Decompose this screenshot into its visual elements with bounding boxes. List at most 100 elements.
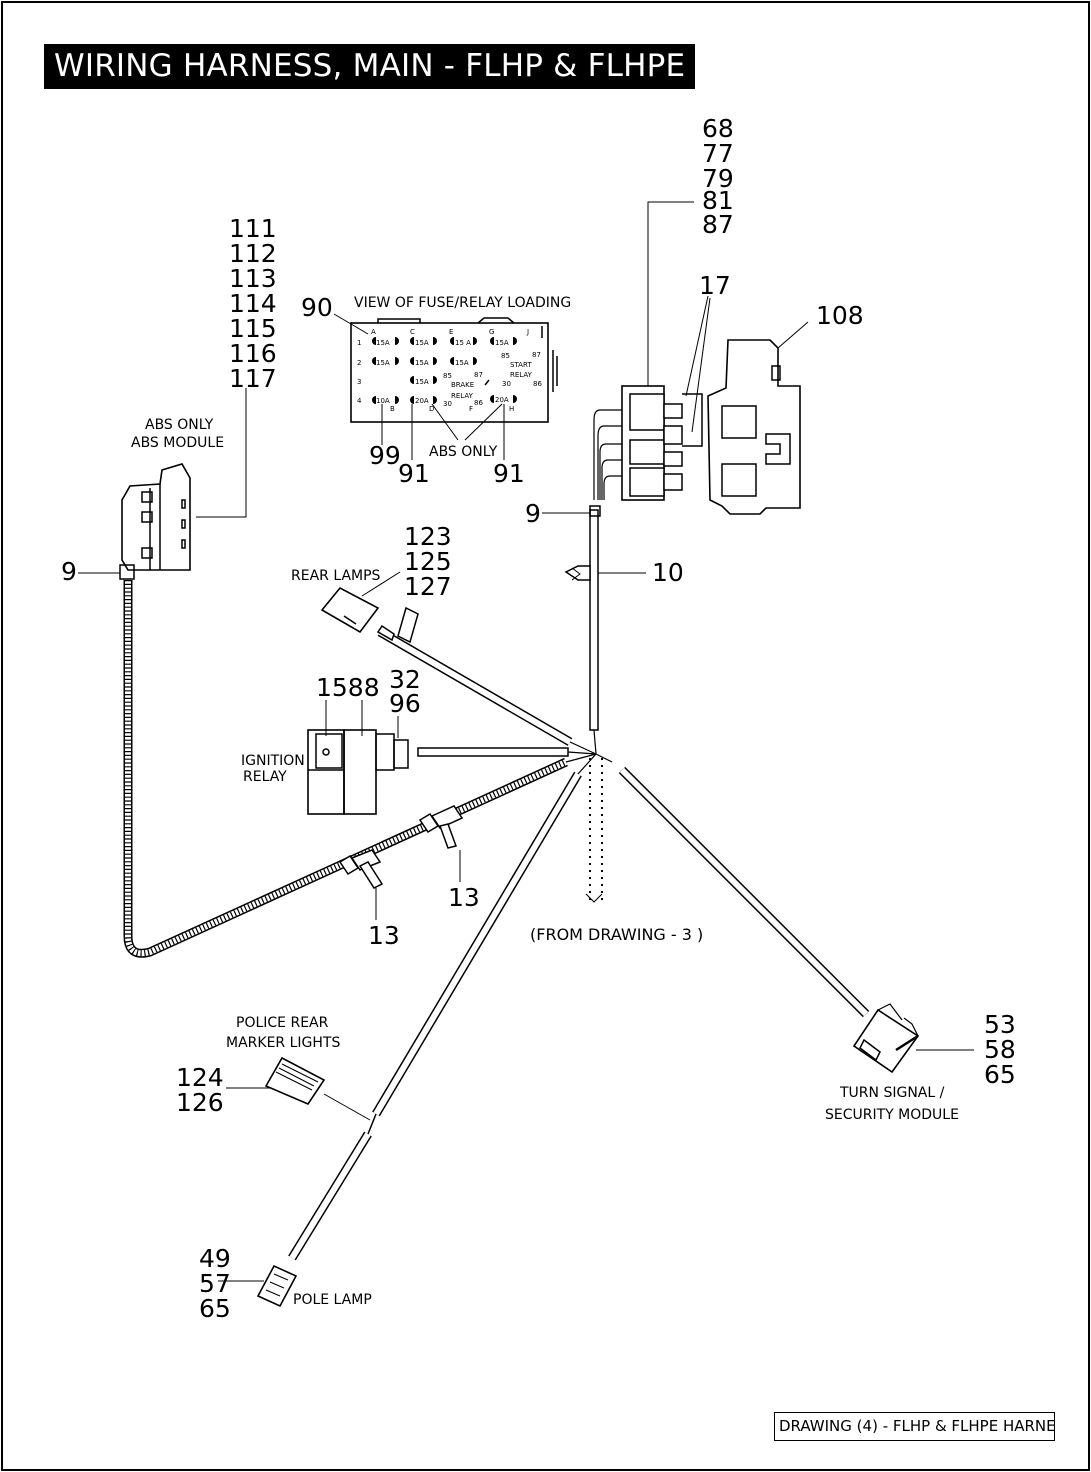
callout-49: 49 [199,1244,231,1273]
callout-58: 58 [984,1035,1016,1064]
rear-lamps-connector [320,571,419,644]
row-3-label: 3 [357,378,361,386]
col-e-label: E [449,328,453,336]
pin-86-bottom: 86 [474,399,483,407]
t-connector-a [338,849,384,920]
callout-13-right: 13 [448,883,480,912]
callout-13-left: 13 [368,921,400,950]
fuse-a2: 15A [376,359,390,367]
police-marker-connector [226,1056,371,1121]
pin-87-bottom: 87 [474,371,483,379]
fuse-panel-title: VIEW OF FUSE/RELAY LOADING [354,295,571,311]
callout-57: 57 [199,1269,231,1298]
pole-lamp-connector [218,1264,298,1308]
callout-96: 96 [389,689,421,718]
turn-signal-connector [852,1003,974,1074]
callout-65-left: 65 [199,1294,231,1323]
ignition-label: IGNITION [241,753,305,769]
callout-9-right: 9 [525,499,541,528]
callout-77: 77 [702,139,734,168]
clip-9-right [542,505,601,517]
brake-relay-label-1: BRAKE [451,381,474,389]
callout-10: 10 [652,558,684,587]
callout-125: 125 [404,547,452,576]
start-relay-label-2: RELAY [510,371,533,379]
pin-87-top: 87 [532,351,541,359]
callout-1588: 1588 [316,673,380,702]
callout-32: 32 [389,665,421,694]
callout-113: 113 [229,264,277,293]
col-c-label: C [410,328,415,336]
callout-9-left: 9 [61,557,77,586]
fuse-g4: 20A [495,396,509,404]
col-d-label: D [429,405,434,413]
callout-116: 116 [229,339,277,368]
fuse-abs-only-label: ABS ONLY [429,444,498,460]
fuse-e1: 15 A [455,339,471,347]
fuse-c3: 15A [415,378,429,386]
fuse-g1: 15A [495,339,509,347]
top-connectors [593,201,711,501]
harness-branches [288,509,870,1261]
pin-85-top: 85 [501,352,510,360]
title-bar: WIRING HARNESS, MAIN - FLHP & FLHPE [44,44,695,89]
callout-111: 111 [229,214,277,243]
pin-86-top: 86 [533,380,542,388]
start-relay-label-1: START [510,361,532,369]
callout-124: 124 [176,1063,224,1092]
abs-module-connector [78,388,247,580]
col-b-label: B [390,405,395,413]
row-2-label: 2 [357,359,361,367]
callout-17: 17 [699,271,731,300]
fuse-c1: 15A [415,339,429,347]
brake-relay-label-2: RELAY [451,392,474,400]
abs-only-label: ABS ONLY [145,417,214,433]
fuse-c2: 15A [415,359,429,367]
callout-108: 108 [816,301,864,330]
col-g-label: G [489,328,494,336]
fuse-c4: 20A [415,397,429,405]
col-f-label: F [469,405,473,413]
callout-79: 79 [702,164,734,193]
from-drawing-label: (FROM DRAWING - 3 ) [530,925,703,944]
security-module-label: SECURITY MODULE [825,1107,959,1123]
callout-115: 115 [229,314,277,343]
callout-68: 68 [702,114,734,143]
rear-lamps-label: REAR LAMPS [291,568,381,584]
callout-65-right: 65 [984,1060,1016,1089]
col-j-label: J [526,328,529,336]
police-rear-label: POLICE REAR [236,1015,329,1031]
col-a-label: A [371,328,376,336]
pin-30-bottom: 30 [443,400,452,408]
callout-91-right: 91 [493,459,525,488]
callout-91-left: 91 [398,459,430,488]
callout-99: 99 [369,441,401,470]
callout-114: 114 [229,289,277,318]
footer-text: DRAWING (4) - FLHP & FLHPE HARNE [779,1417,1055,1435]
fuse-relay-panel [333,313,558,460]
ignition-relay [307,700,409,815]
pole-lamp-label: POLE LAMP [293,1292,372,1308]
col-h-label: H [509,405,514,413]
fuse-a4: 10A [376,397,390,405]
fuse-a1: 15A [376,339,390,347]
drawing-footer: DRAWING (4) - FLHP & FLHPE HARNE [774,1412,1055,1441]
callout-90: 90 [301,293,333,322]
pin-30-top: 30 [502,380,511,388]
callout-112: 112 [229,239,277,268]
abs-conduit [123,580,568,958]
fuse-e2: 15A [455,359,469,367]
callout-127: 127 [404,572,452,601]
t-connector-b [418,805,464,882]
turn-signal-label: TURN SIGNAL / [839,1085,945,1101]
callout-117: 117 [229,364,277,393]
marker-lights-label: MARKER LIGHTS [226,1035,340,1051]
pin-85-bottom: 85 [443,372,452,380]
callout-81: 81 [702,186,734,215]
clip-10 [564,565,646,581]
abs-module-label: ABS MODULE [131,435,224,451]
relay-label: RELAY [243,769,287,785]
callout-126: 126 [176,1088,224,1117]
